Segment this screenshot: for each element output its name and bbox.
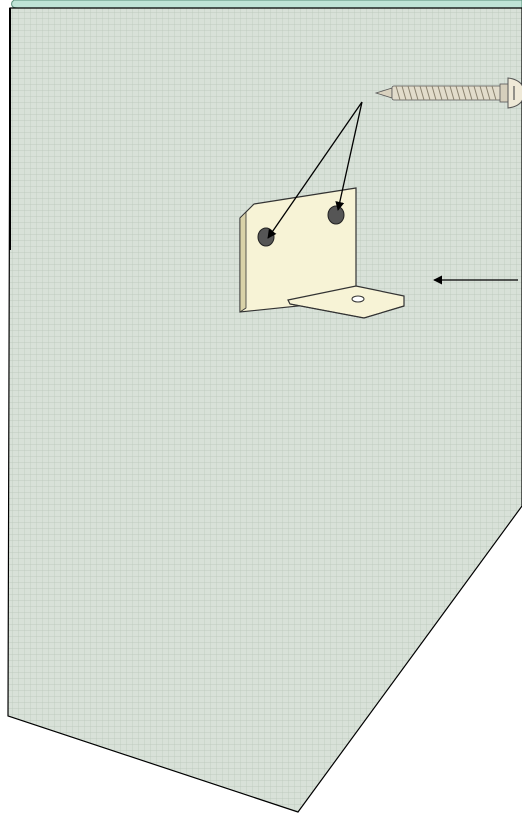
bracket-hole-left (257, 227, 275, 247)
bracket-foot-hole (351, 295, 365, 303)
arrow-screw-to-left-hole (267, 101, 363, 239)
wall-panel (7, 7, 522, 813)
screw (374, 77, 522, 109)
l-bracket (239, 187, 405, 319)
arrow-screw-to-right-hole (335, 101, 363, 211)
screw-head (507, 77, 522, 109)
bracket-plate-thickness (239, 211, 247, 313)
bracket-hole-right (327, 205, 345, 225)
top-band (11, 0, 522, 9)
bracket-foot-edge (289, 303, 405, 319)
screw-neck (499, 83, 509, 103)
screw-thread (395, 85, 497, 101)
